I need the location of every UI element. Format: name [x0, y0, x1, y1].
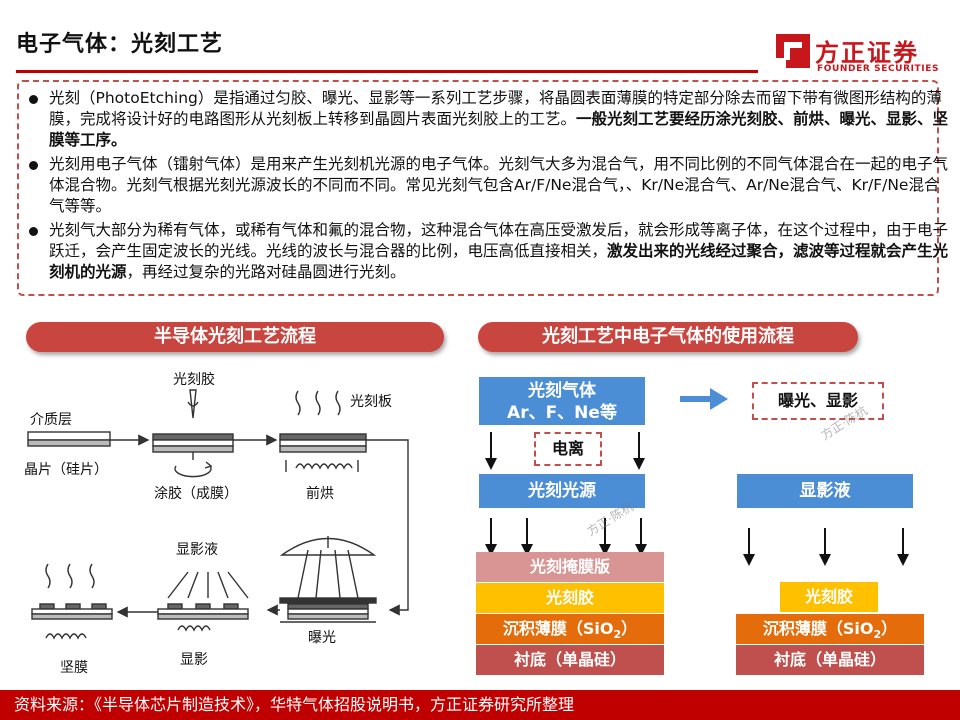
- developer-box: 显影液: [737, 474, 913, 508]
- section-title-gas-flow: 光刻工艺中电子气体的使用流程: [478, 322, 858, 352]
- down-arrow-icon: [897, 528, 909, 566]
- bullet-item: 光刻（PhotoEtching）是指通过匀胶、曝光、显影等一系列工艺步骤，将晶圆…: [29, 88, 951, 151]
- layer-mask-plate: 光刻掩膜版: [476, 552, 664, 582]
- down-arrow-icon: [819, 528, 831, 566]
- layer-deposited-film: 沉积薄膜（SiO2）: [476, 614, 664, 644]
- label-hardbake: 坚膜: [60, 660, 88, 676]
- bullet-dot-icon: [29, 227, 38, 236]
- logo-text-cn: 方正证券: [815, 39, 919, 67]
- section-title-process: 半导体光刻工艺流程: [26, 322, 444, 352]
- film-label-end: ）: [621, 619, 638, 638]
- bullet-emphasis: 激发出来的光线经过聚合，滤波等过程就会产生光刻机的光源: [49, 242, 949, 281]
- bullet-text-tail: ，再经过复杂的光路对硅晶圆进行光刻。: [126, 263, 406, 281]
- film-label: 沉积薄膜（SiO: [502, 619, 614, 638]
- source-note: 资料来源：《半导体芯片制造技术》，华特气体招股说明书，方正证券研究所整理: [14, 695, 575, 714]
- bullet-text: 光刻气大部分为稀有气体，或稀有气体和氟的混合物，这种混合气体在高压受激发后，就会…: [49, 221, 949, 260]
- down-arrow-icon: [635, 518, 647, 556]
- film-label: 沉积薄膜（SiO: [762, 619, 874, 638]
- down-arrow-icon: [633, 432, 645, 470]
- label-photoresist: 光刻胶: [173, 371, 215, 388]
- gas-title: 光刻气体: [528, 381, 596, 401]
- layer-photoresist: 光刻胶: [476, 583, 664, 613]
- label-dielectric: 介质层: [30, 412, 72, 428]
- footer-bar: [0, 690, 960, 720]
- light-source-box: 光刻光源: [479, 474, 645, 508]
- ionize-box: 电离: [534, 432, 602, 466]
- label-exposure: 曝光: [308, 630, 336, 646]
- film-subscript: 2: [613, 628, 622, 642]
- down-arrow-icon: [485, 518, 497, 556]
- down-arrow-icon: [485, 432, 497, 470]
- label-developer: 显影液: [176, 542, 218, 558]
- title-rule: [16, 70, 758, 73]
- lithography-process-diagram: 光刻胶 介质层 光刻板 晶片（硅片） 涂胶（成膜） 前烘 显影液 曝光 显影 坚…: [24, 371, 409, 676]
- bullet-item: 光刻气大部分为稀有气体，或稀有气体和氟的混合物，这种混合气体在高压受激发后，就会…: [29, 220, 951, 283]
- logo-text-en: FOUNDER SECURITIES: [817, 64, 940, 74]
- down-arrow-icon: [599, 518, 611, 556]
- label-mask: 光刻板: [350, 394, 392, 410]
- layer-substrate-right: 衬底（单晶硅）: [736, 645, 924, 675]
- layer-deposited-film-right: 沉积薄膜（SiO2）: [736, 614, 924, 644]
- gas-source-box: 光刻气体 Ar、F、Ne等: [479, 377, 645, 425]
- down-arrow-icon: [521, 518, 533, 556]
- bullet-emphasis: 一般光刻工艺要经历涂光刻胶、前烘、曝光、显影、坚膜等工序。: [49, 110, 949, 149]
- label-develop: 显影: [180, 652, 208, 668]
- bullet-dot-icon: [29, 95, 38, 104]
- bullet-text: 光刻用电子气体（镭射气体）是用来产生光刻机光源的电子气体。光刻气大多为混合气，用…: [49, 155, 949, 215]
- layer-photoresist-patterned: 光刻胶: [780, 582, 878, 612]
- label-wafer: 晶片（硅片）: [24, 462, 108, 478]
- right-arrow-icon: [680, 388, 728, 410]
- film-label-end: ）: [881, 619, 898, 638]
- slide-title: 电子气体：光刻工艺: [16, 32, 224, 57]
- bullet-dot-icon: [29, 161, 38, 170]
- bullet-item: 光刻用电子气体（镭射气体）是用来产生光刻机光源的电子气体。光刻气大多为混合气，用…: [29, 154, 951, 217]
- film-subscript: 2: [873, 628, 882, 642]
- exposure-develop-box: 曝光、显影: [752, 382, 884, 420]
- summary-box: 光刻（PhotoEtching）是指通过匀胶、曝光、显影等一系列工艺步骤，将晶圆…: [17, 80, 948, 296]
- founder-logo-icon: [776, 34, 810, 68]
- gas-species: Ar、F、Ne等: [507, 403, 617, 423]
- layer-substrate: 衬底（单晶硅）: [476, 645, 664, 675]
- bullet-text: 光刻（PhotoEtching）是指通过匀胶、曝光、显影等一系列工艺步骤，将晶圆…: [49, 89, 942, 128]
- label-coat: 涂胶（成膜）: [154, 485, 238, 502]
- label-prebake: 前烘: [306, 485, 334, 502]
- down-arrow-icon: [743, 528, 755, 566]
